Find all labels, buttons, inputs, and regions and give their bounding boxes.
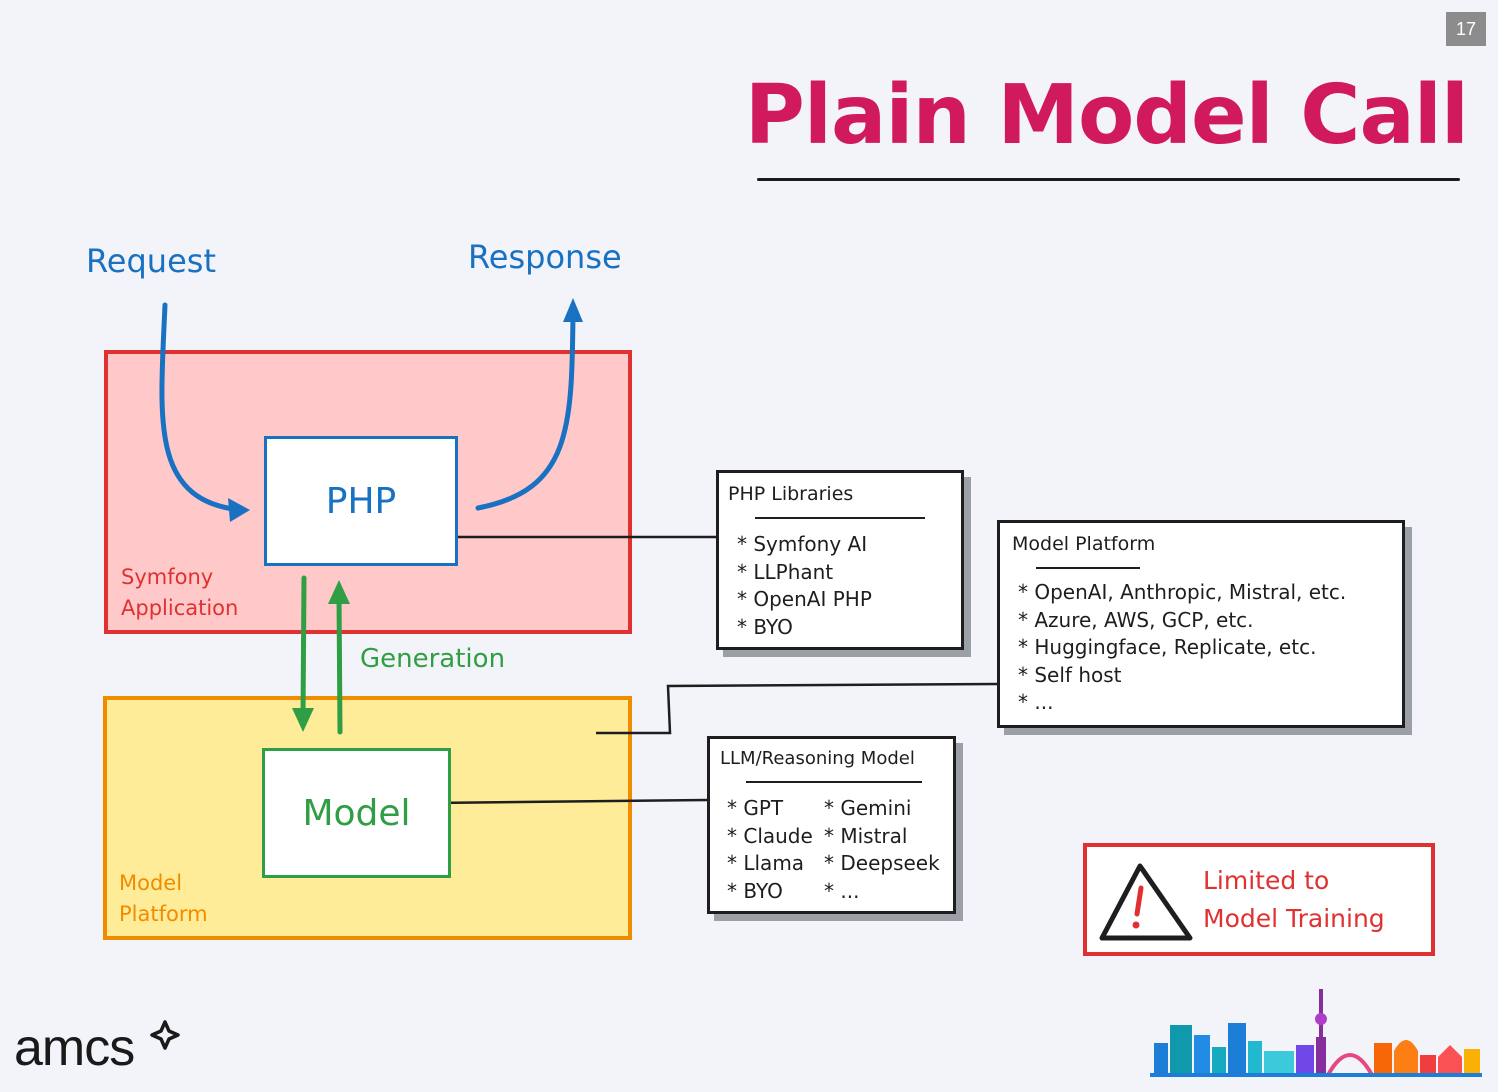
response-label: Response (468, 238, 622, 276)
response-arrow (475, 309, 576, 511)
llm-model-item: * BYO (727, 878, 783, 903)
llm-model-item: * GPT (727, 796, 784, 820)
llm-model-item: * ... (824, 878, 860, 903)
llm-model-list-col1: * GPT * Claude * Llama * BYO (727, 795, 813, 905)
model-node-label: Model (302, 792, 411, 834)
php-libraries-title: PHP Libraries (728, 483, 854, 505)
generation-down-arrowhead (292, 708, 314, 732)
warning-text-line-1: Limited to (1203, 866, 1330, 895)
platform-label-line-2: Platform (119, 902, 208, 926)
warning-triangle-icon (1099, 863, 1193, 941)
model-to-llm-connector (431, 798, 708, 805)
llm-model-item: * Mistral (824, 823, 908, 848)
platform-to-card-connector (596, 682, 998, 735)
model-platform-item: * ... (1018, 690, 1054, 714)
request-arrow (159, 302, 243, 513)
model-platform-label: Model Platform (119, 868, 208, 930)
warning-text-line-2: Model Training (1203, 904, 1385, 933)
symfony-label-line-1: Symfony (121, 565, 214, 589)
model-platform-list: * OpenAI, Anthropic, Mistral, etc. * Azu… (1018, 579, 1346, 717)
llm-model-item: * Deepseek (824, 851, 940, 875)
slide-title: Plain Model Call (744, 68, 1469, 163)
model-platform-item: * Huggingface, Replicate, etc. (1018, 635, 1317, 659)
llm-model-item: * Claude (727, 823, 813, 848)
llm-model-title: LLM/Reasoning Model (720, 748, 915, 769)
model-platform-title: Model Platform (1012, 533, 1156, 555)
amcs-logo-text: amcs (14, 1019, 135, 1077)
php-library-item: * LLPhant (737, 559, 834, 584)
llm-model-item: * Gemini (824, 796, 912, 820)
title-underline (757, 178, 1460, 181)
request-label: Request (86, 242, 216, 280)
amcs-logo: amcs (14, 1018, 180, 1078)
model-platform-item: * OpenAI, Anthropic, Mistral, etc. (1018, 580, 1347, 604)
city-skyline-icon (1150, 989, 1482, 1077)
model-node: Model (262, 748, 451, 878)
model-platform-item: * Azure, AWS, GCP, etc. (1018, 607, 1254, 632)
platform-label-line-1: Model (119, 871, 183, 895)
generation-up-arrowhead (328, 580, 350, 604)
model-platform-title-rule (1036, 567, 1140, 569)
php-library-item: * Symfony AI (737, 532, 868, 556)
llm-reasoning-model-card: LLM/Reasoning Model * GPT * Claude * Lla… (707, 736, 956, 914)
generation-up-arrow (336, 592, 343, 735)
model-platform-card: Model Platform * OpenAI, Anthropic, Mist… (997, 520, 1405, 728)
response-arrowhead (563, 298, 583, 322)
php-node-label: PHP (325, 480, 397, 522)
php-libraries-list: * Symfony AI * LLPhant * OpenAI PHP * BY… (737, 531, 872, 641)
generation-label: Generation (360, 644, 506, 674)
model-platform-item: * Self host (1018, 662, 1122, 687)
warning-text: Limited to Model Training (1203, 862, 1385, 938)
php-library-item: * BYO (737, 614, 793, 639)
generation-down-arrow (300, 575, 307, 721)
request-arrowhead (228, 498, 250, 522)
symfony-label-line-2: Application (121, 596, 239, 620)
php-library-item: * OpenAI PHP (737, 587, 872, 611)
php-libraries-title-rule (755, 517, 925, 519)
php-libraries-card: PHP Libraries * Symfony AI * LLPhant * O… (716, 470, 964, 650)
llm-model-list-col2: * Gemini * Mistral * Deepseek * ... (824, 795, 940, 905)
page-number: 17 (1446, 12, 1486, 46)
symfony-application-label: Symfony Application (121, 562, 238, 624)
llm-model-title-rule (746, 781, 922, 783)
llm-model-item: * Llama (727, 851, 805, 875)
amcs-logo-star-icon (150, 1020, 180, 1050)
php-node: PHP (264, 436, 458, 566)
